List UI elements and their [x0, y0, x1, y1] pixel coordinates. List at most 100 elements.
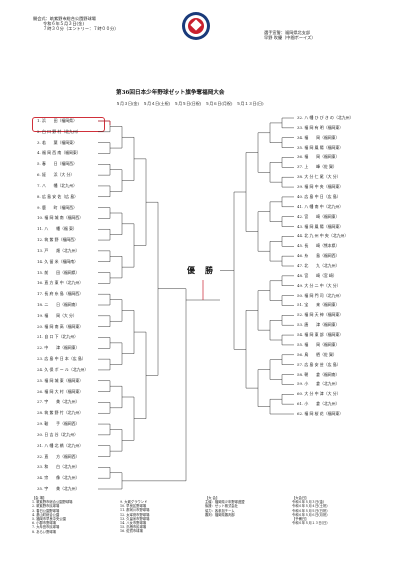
team-entry: 50. 福 岡 門 司（北九州） [297, 292, 344, 298]
team-entry: 13. 戸 畑（北九州） [37, 247, 80, 253]
footer-line: 2. 筑紫野市民球場 [32, 504, 60, 509]
team-entry: 59. 小 倉（北九州） [297, 381, 340, 387]
team-entry: 51. 宝 来（福岡東） [297, 302, 340, 308]
team-entry: 61. 小 倉（北九州） [297, 401, 340, 407]
team-entry: 60. 大 分 中 津（大 分） [297, 391, 341, 397]
team-entry: 33. 和 白（北九州） [37, 464, 80, 470]
team-entry: 37. 上 峰（佐 賀） [297, 164, 337, 170]
team-entry: 52. 福 岡 天 神（福岡東） [297, 312, 344, 318]
footer-line: 後援：ゼット株式会社 [205, 504, 238, 509]
team-entry: 30. 日 吉 谷（北九州） [37, 431, 79, 437]
footer-line: 令和６年５月５日(日祝) [292, 508, 328, 513]
team-entry: 41. 八 幡 南 中（北九州） [297, 203, 344, 209]
oath-player: 早野 吹優（中間ボーイズ） [264, 35, 316, 41]
team-entry: 7. 八 幡（北九州） [37, 182, 77, 188]
team-entry: 18. 二 日（福岡南） [37, 302, 80, 307]
footer-line: 令和６年５月４日(土祝) [292, 504, 328, 509]
team-entry: 48. 宮 崎（宮 崎） [297, 272, 337, 278]
ceremony-venue: 開会式：筑紫野市総合公園野球場 [33, 16, 96, 21]
footer-line: 4. 基山町総合公園 [32, 512, 60, 517]
team-entry: 24. 久 保 ボ ー ル（北九州） [37, 366, 89, 372]
team-entry: 14. 久 留 米（福岡南） [37, 258, 79, 264]
footer-line: 【大 会】 [205, 496, 220, 500]
team-entry: 17. 長 府 糸 島（福岡西） [37, 291, 84, 297]
team-entry: 11. 八 幡（福 東） [37, 226, 77, 232]
team-entry: 29. 鞍 手（福岡西） [37, 421, 80, 427]
team-entry: 12. 筑 紫 野（福岡西） [37, 237, 79, 243]
footer-line: 令和６年５月１３日(日) [292, 521, 328, 526]
team-entry: 43. 福 岡 鳳 陽（福岡東） [297, 223, 344, 229]
team-entry: 1. 浜 田（福岡県） [37, 118, 77, 123]
team-entry: 34. 福 岡（福岡東） [297, 134, 340, 140]
league-emblem [182, 12, 210, 40]
team-entry: 58. 朝 倉（福岡南） [297, 371, 340, 377]
oath-label: 選手宣誓：福岡県北支部 [264, 30, 311, 35]
footer-line: 5. 福岡市早良中央公園 [32, 517, 66, 522]
team-entry: 21. 自 口 下（北九州） [37, 334, 79, 340]
team-entry: 56. 鳥 栖（佐 賀） [297, 351, 337, 357]
footer-line: 1. 筑紫野市総合公園野球場 [32, 500, 73, 505]
footer-line: 【大会日】 [292, 496, 309, 500]
footer-line: 9. 大城グラウンド [120, 500, 148, 504]
team-entry: 54. 福 岡 東 部（福岡東） [297, 332, 344, 338]
ceremony-date: 令和６年５月３日(金) [43, 21, 84, 27]
page-title: 第36回日本少年野球ゼット旗争奪福岡大会 [116, 90, 225, 96]
footer-line: 【予備日】 [292, 517, 309, 522]
footer-organizers: 【大 会】 主催：福岡県少年野球連盟 後援：ゼット株式会社 協力：各参加チーム … [205, 496, 245, 517]
footer-line: 主催：福岡県少年野球連盟 [205, 500, 245, 505]
team-entry: 16. 直 方 東 中（北九州） [37, 280, 84, 286]
footer-line: 10. 早良区野球場 [120, 504, 147, 509]
footer-line: 7. 大牟田市民球場 [32, 525, 60, 530]
team-entry: 15. 前 田（福岡県） [37, 269, 80, 275]
team-entry: 19. 福 岡（大 分） [37, 312, 77, 318]
team-entry: 3. 若 葉（福岡東） [37, 139, 77, 145]
team-entry: 36. 福 岡（福岡東） [297, 154, 340, 160]
team-entry: 2. 白 口 野 村（北九州） [37, 128, 81, 134]
team-entry: 53. 唐 津（福岡東） [297, 322, 340, 328]
team-entry: 32. 直 方（福岡西） [37, 453, 80, 459]
footer-dates: 【大会日】 令和６年５月３日(金) 令和６年５月４日(土祝) 令和６年５月５日(… [292, 496, 328, 525]
footer-line: 6. 小郡市野球場 [32, 521, 56, 526]
footer-line: 8. あらい野球場 [32, 529, 56, 534]
team-entry: 35. 福 岡 鳳 陽（福岡東） [297, 144, 344, 150]
team-entry: 4. 福 岡 西 南（福岡東） [37, 150, 81, 156]
team-entry: 8. 広 島 安 佐（広 島） [37, 193, 79, 199]
team-entry: 10. 福 岡 城 南（福岡西） [37, 215, 84, 221]
header-right: 選手宣誓：福岡県北支部 早野 吹優（中間ボーイズ） [264, 30, 315, 40]
team-entry: 35. 宇 美（北九州） [37, 486, 80, 491]
team-entry: 20. 福 岡 南 高（福岡東） [37, 323, 84, 329]
team-entry: 33. 福 岡 有 明（福岡東） [297, 124, 344, 130]
team-entry: 55. 福 岡（福岡東） [297, 341, 340, 347]
team-entry: 45. 長 崎（熊本県） [297, 243, 340, 249]
team-entry: 38. 大 分 仁 尾（大 分） [297, 174, 341, 180]
team-entry: 62. 福 岡 桜 花（福岡東） [297, 411, 344, 416]
footer-line: 協力：各参加チーム [205, 508, 235, 513]
team-entry: 27. 宇 美（北九州） [37, 399, 80, 405]
footer-line: 【会 場】 [32, 496, 47, 500]
footer-line: 13. 久留米市野球場 [120, 516, 150, 521]
team-entry: 9. 鹿 町（福岡西） [37, 204, 77, 210]
team-entry: 22. 中 津（福岡東） [37, 345, 80, 351]
team-entry: 26. 福 岡 大 村（福岡東） [37, 388, 84, 394]
footer-line: 14. 八女市野球場 [120, 521, 147, 526]
team-entry: 57. 広 島 安 芸（広 島） [297, 361, 341, 367]
round-dates: ５月３日(金) ５月４日(土祝) ５月５日(日祝) ５月６日(月祝) ５月１３日… [116, 101, 264, 106]
ceremony-time: ７時３０分（エントリー：７時００分） [43, 26, 119, 32]
team-entry: 23. 広 島 中 日 本（広 島） [37, 356, 86, 362]
footer-line: 令和６年５月３日(金) [292, 500, 325, 505]
team-entry: 32. 八 幡 ひ び き の（北九州） [297, 115, 354, 120]
footer-line: 16. 佐賀市球場 [120, 529, 143, 534]
footer-line: 令和６年５月６日(月祝) [292, 512, 328, 517]
header-left: 開会式：筑紫野市総合公園野球場 令和６年５月３日(金) ７時３０分（エントリー：… [33, 16, 118, 32]
team-entry: 5. 春 日（福岡西） [37, 161, 77, 167]
team-entry: 39. 福 岡 中 央（福岡東） [297, 184, 344, 190]
team-entry: 34. 宗 像（北九州） [37, 475, 80, 481]
footer-line: 11. 那珂川市野球場 [120, 508, 150, 513]
footer-line: 15. 鳥栖市民球場 [120, 525, 147, 530]
team-entry: 42. 宮 崎（福岡東） [297, 213, 340, 219]
team-entry: 44. 北 九 州 中 央（北九州） [297, 233, 349, 239]
highlight-box [32, 117, 105, 132]
team-entry: 28. 筑 紫 野 竹（北九州） [37, 410, 84, 416]
team-entry: 31. 八 幡 北 橋（北九州） [37, 442, 84, 448]
